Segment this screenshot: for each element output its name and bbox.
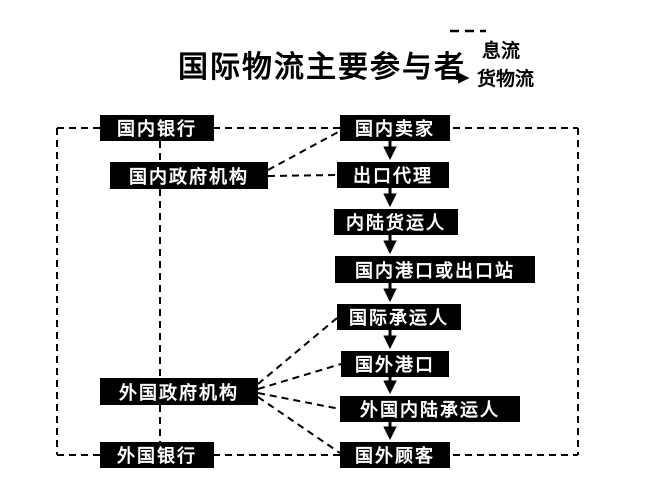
node-foreign-customer: 国外顾客 bbox=[340, 442, 450, 468]
legend-info-flow-label: 息流 bbox=[482, 41, 521, 62]
node-domestic-government: 国内政府机构 bbox=[110, 162, 268, 189]
node-export-agent: 出口代理 bbox=[337, 162, 449, 188]
node-international-carrier: 国际承运人 bbox=[337, 304, 461, 330]
dashed-info-flow-links bbox=[159, 130, 342, 454]
node-foreign-port: 国外港口 bbox=[341, 351, 449, 377]
legend-symbols bbox=[443, 29, 486, 84]
node-domestic-seller: 国内卖家 bbox=[340, 115, 450, 141]
node-domestic-bank: 国内银行 bbox=[100, 115, 214, 141]
node-foreign-inland-carrier: 外国内陆承运人 bbox=[340, 396, 520, 422]
node-foreign-government: 外国政府机构 bbox=[100, 378, 258, 405]
node-inland-carrier: 内陆货运人 bbox=[334, 209, 458, 235]
diagram-title: 国际物流主要参与者 bbox=[178, 51, 466, 84]
node-domestic-port-or-export-station: 国内港口或出口站 bbox=[335, 256, 535, 283]
node-foreign-bank: 外国银行 bbox=[100, 442, 214, 468]
legend-goods-flow-label: 货物流 bbox=[477, 69, 535, 90]
